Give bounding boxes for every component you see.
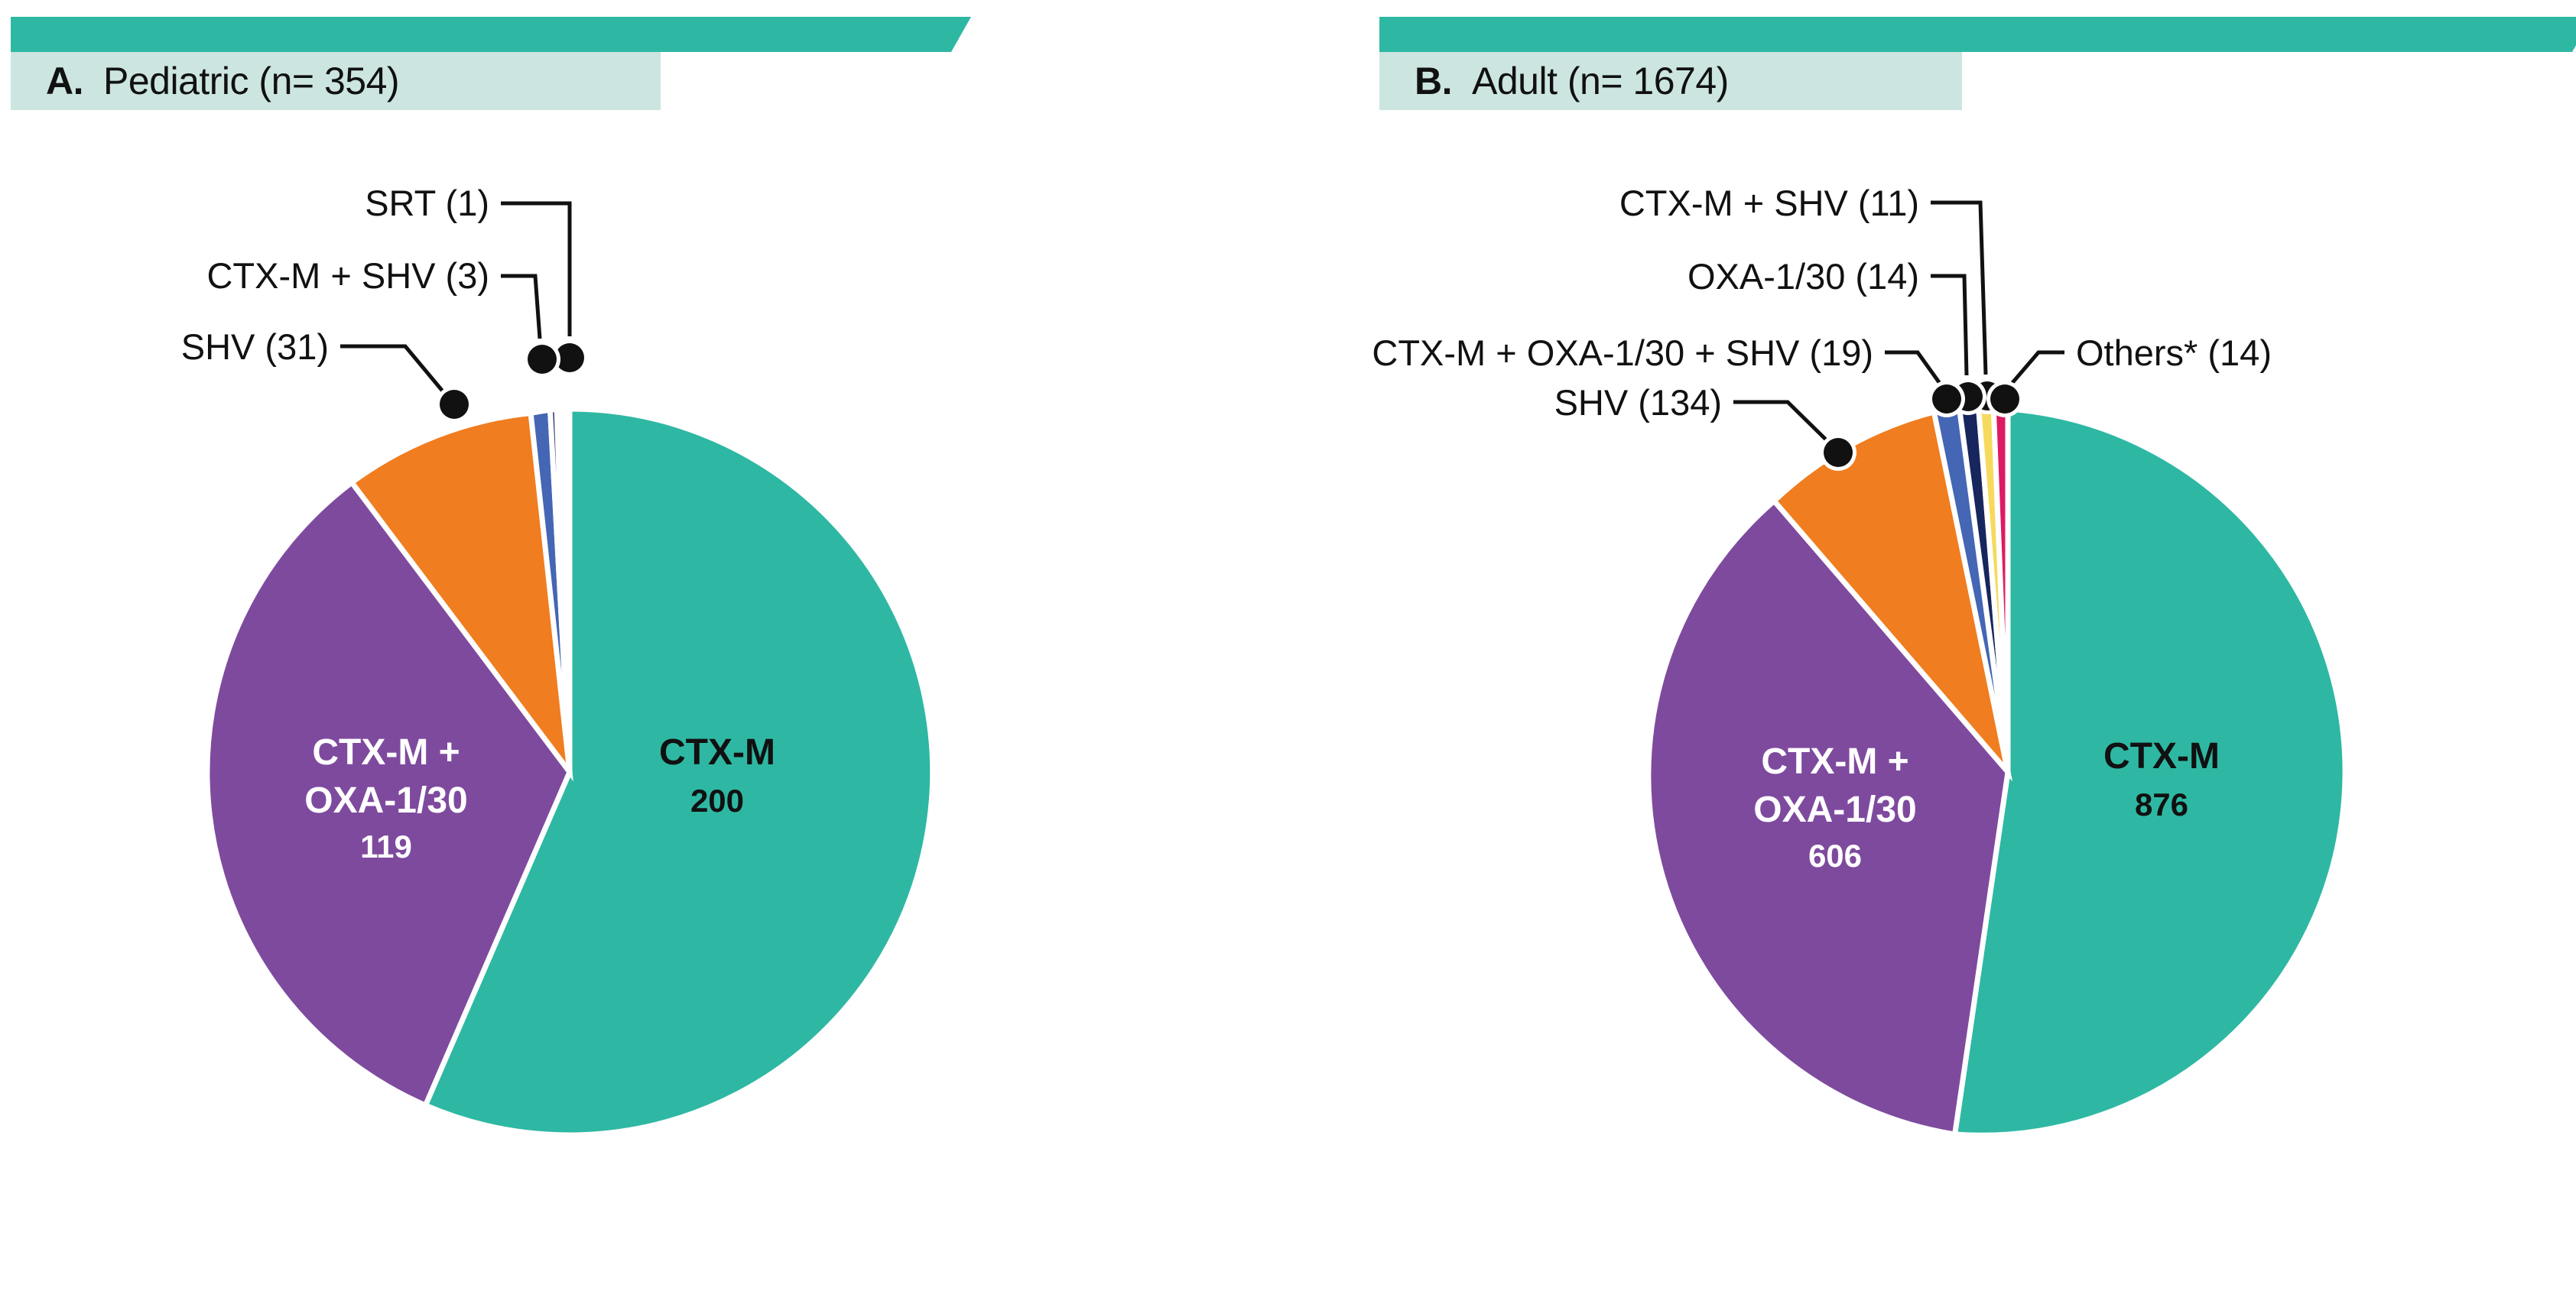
slice-value-ctxm: 200 (690, 783, 744, 819)
callout-ctxm-oxa-shv: CTX-M + OXA-1/30 + SHV (19) (1372, 332, 1965, 417)
callout-ctxm-shv-leader (501, 274, 542, 339)
panel-adult: B. Adult (n= 1674) CTX-M 876 CTX-M + OXA… (1369, 0, 2576, 1291)
panel-b-title: Adult (n= 1674) (1472, 60, 1729, 102)
callout-ctxm-oxa-shv-dot (1932, 384, 1961, 414)
slice-label-ctxm: CTX-M (659, 732, 775, 773)
callout-srt-leader (501, 201, 572, 336)
callout-ctxm-shv-leader (1931, 200, 1988, 375)
panel-b-title-box: B. Adult (n= 1674) (1379, 52, 1962, 110)
pie-slice-srt[interactable] (547, 406, 573, 773)
callout-ctxm-oxa-shv-label: CTX-M + OXA-1/30 + SHV (19) (1372, 332, 1873, 373)
callout-shv-dot (1824, 438, 1853, 467)
callout-shv-dot (440, 390, 469, 419)
pie-slice-ctxm[interactable] (421, 406, 936, 1138)
panel-a-accent-bar (11, 17, 971, 52)
callout-ctxm-shv: CTX-M + SHV (3) (206, 255, 560, 378)
slice-label-ctxm-oxa-line1: CTX-M + (312, 732, 460, 773)
callout-srt: SRT (1) (365, 183, 588, 376)
callout-shv-label: SHV (134) (1554, 382, 1722, 423)
callout-ctxm-shv-dot (528, 345, 557, 374)
panel-a-title-box: A. Pediatric (n= 354) (11, 52, 661, 110)
slice-label-ctxm: CTX-M (2103, 736, 2220, 777)
callout-oxa-label: OXA-1/30 (14) (1688, 256, 1919, 297)
callout-oxa: OXA-1/30 (14) (1688, 256, 1986, 415)
pie-slice-shv[interactable] (348, 410, 573, 782)
slice-label-ctxm-oxa-line2: OXA-1/30 (1753, 790, 1916, 830)
slice-label-ctxm-oxa-line1: CTX-M + (1761, 741, 1908, 782)
callout-shv-leader (340, 344, 445, 394)
slice-label-ctxm-oxa-line2: OXA-1/30 (304, 780, 467, 821)
pie-chart-pediatric: CTX-M 200 CTX-M + OXA-1/30 119 SRT (1) C… (181, 183, 936, 1138)
callout-shv-label: SHV (31) (181, 326, 329, 367)
callout-srt-dot (555, 343, 584, 372)
callout-shv-leader (1733, 400, 1829, 443)
panel-b-accent-bar (1379, 17, 2576, 52)
callout-ctxm-oxa-shv-leader (1885, 350, 1943, 386)
callout-others-label: Others* (14) (2076, 332, 2272, 373)
callout-others: Others* (14) (1986, 332, 2272, 417)
panel-b-letter: B. (1415, 60, 1453, 102)
pie-slice-ctxm-oxa[interactable] (204, 478, 573, 1109)
callout-shv: SHV (134) (1554, 382, 1856, 471)
callout-ctxm-shv-label: CTX-M + SHV (11) (1619, 183, 1919, 223)
slice-value-ctxm-oxa: 119 (360, 829, 412, 864)
callout-oxa-leader (1931, 274, 1969, 376)
slice-value-ctxm: 876 (2135, 787, 2188, 822)
callout-others-dot (1990, 384, 2019, 414)
slice-value-ctxm-oxa: 606 (1808, 838, 1862, 874)
callout-srt-label: SRT (1) (365, 183, 489, 223)
panel-a-title: Pediatric (n= 354) (103, 60, 400, 102)
callout-ctxm-shv: CTX-M + SHV (11) (1619, 183, 2006, 414)
callout-others-leader (2009, 350, 2064, 386)
panel-pediatric: A. Pediatric (n= 354) CTX-M 200 CTX-M + … (0, 0, 986, 1291)
callout-ctxm-shv-label: CTX-M + SHV (3) (206, 255, 489, 296)
callout-shv: SHV (31) (181, 326, 473, 423)
pie-chart-adult: CTX-M 876 CTX-M + OXA-1/30 606 CTX-M + S… (1372, 183, 2348, 1138)
pie-slice-ctxm-oxa[interactable] (1645, 497, 2011, 1138)
pie-slice-ctxm[interactable] (1951, 406, 2348, 1138)
panel-a-letter: A. (46, 60, 84, 102)
